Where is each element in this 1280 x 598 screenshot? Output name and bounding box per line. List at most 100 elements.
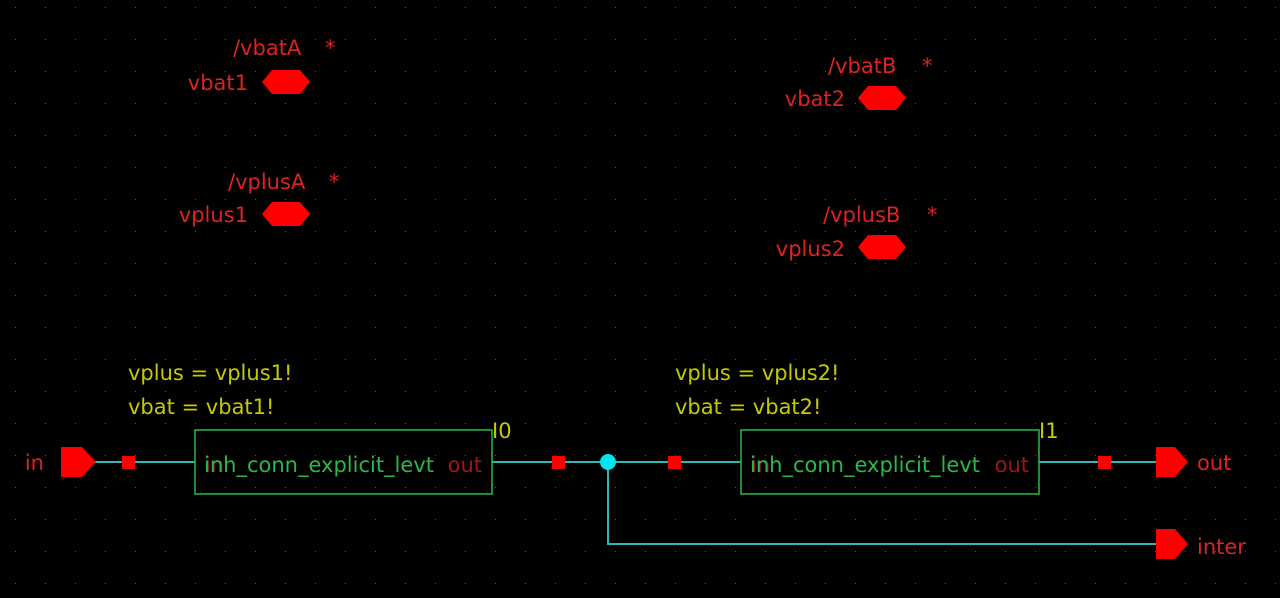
output-pin-inter[interactable]: inter [1156,529,1246,559]
grid-dot [1005,135,1006,136]
inout-pin-icon[interactable] [262,202,310,226]
grid-dot [885,167,886,168]
grid-dot [1065,423,1066,424]
grid-dot [75,391,76,392]
grid-dot [375,487,376,488]
grid-dot [1035,103,1036,104]
global-pin-vplus1[interactable]: /vplusA * vplus1 [179,170,340,227]
global-net-label: /vbatA [233,36,302,60]
grid-dot [165,7,166,8]
pin-label: in [25,451,44,475]
grid-dot [165,231,166,232]
grid-dot [645,327,646,328]
instance-I0[interactable]: vplus = vplus1! vbat = vbat1! I0 in out … [128,361,512,495]
grid-dot [225,199,226,200]
grid-dot [1185,71,1186,72]
grid-dot [195,199,196,200]
grid-dot [525,135,526,136]
grid-dot [435,231,436,232]
pin-square[interactable] [122,456,135,469]
grid-dot [855,295,856,296]
grid-dot [105,135,106,136]
grid-dot [765,135,766,136]
output-pin-out[interactable]: out [1156,447,1231,477]
grid-dot [1005,583,1006,584]
global-pin-vplus2[interactable]: /vplusB * vplus2 [776,203,938,261]
grid-dot [465,7,466,8]
pin-square[interactable] [552,456,565,469]
grid-dot [345,39,346,40]
input-pin-in[interactable]: in [25,447,96,477]
grid-dot [435,263,436,264]
global-pin-vbat2[interactable]: /vbatB * vbat2 [785,54,933,111]
symbol-body[interactable] [740,429,1040,495]
grid-dot [585,391,586,392]
output-pin-icon[interactable] [1156,447,1188,477]
grid-dot [465,519,466,520]
grid-dot [675,135,676,136]
grid-dot [255,167,256,168]
grid-dot [1035,199,1036,200]
grid-dot [1035,231,1036,232]
inout-pin-icon[interactable] [858,86,906,110]
grid-dot [105,423,106,424]
grid-dot [285,551,286,552]
grid-dot [165,423,166,424]
pin-square[interactable] [668,456,681,469]
grid-dot [1155,135,1156,136]
grid-dot [705,71,706,72]
grid-dot [525,199,526,200]
grid-dot [255,327,256,328]
grid-dot [105,103,106,104]
grid-dot [285,487,286,488]
grid-dot [15,71,16,72]
grid-dot [825,487,826,488]
grid-dot [315,455,316,456]
grid-dot [1095,423,1096,424]
grid-dot [825,7,826,8]
grid-dot [1245,551,1246,552]
junction-dot[interactable] [600,454,616,470]
port-label-out: out [995,453,1029,477]
grid-dot [1065,231,1066,232]
grid-dot [525,39,526,40]
grid-dot [1035,519,1036,520]
grid-dot [1035,135,1036,136]
instance-name: I1 [1039,419,1059,443]
grid-dot [1005,231,1006,232]
global-pin-vbat1[interactable]: /vbatA * vbat1 [188,36,336,95]
grid-dot [915,295,916,296]
grid-dot [615,391,616,392]
grid-dot [855,391,856,392]
grid-dot [1275,167,1276,168]
grid-dot [765,231,766,232]
grid-dot [645,135,646,136]
grid-dot [135,39,136,40]
grid-dot [615,583,616,584]
grid-dot [675,455,676,456]
grid-dot [345,583,346,584]
grid-dot [1065,583,1066,584]
instance-I1[interactable]: vplus = vplus2! vbat = vbat2! I1 in out … [675,361,1059,495]
pin-square[interactable] [1098,456,1111,469]
grid-dot [1185,263,1186,264]
grid-dot [1275,295,1276,296]
grid-dot [345,7,346,8]
grid-dot [285,359,286,360]
grid-dot [1035,327,1036,328]
output-pin-icon[interactable] [1156,529,1188,559]
grid-dot [345,135,346,136]
inout-pin-icon[interactable] [858,235,906,259]
input-pin-icon[interactable] [61,447,96,477]
grid-dot [885,391,886,392]
wire[interactable] [607,462,1156,545]
grid-dot [1215,135,1216,136]
grid-dot [675,519,676,520]
inout-pin-icon[interactable] [262,70,310,94]
symbol-body[interactable] [194,429,493,495]
grid-dot [795,135,796,136]
grid-dot [1275,263,1276,264]
grid-dot [705,487,706,488]
